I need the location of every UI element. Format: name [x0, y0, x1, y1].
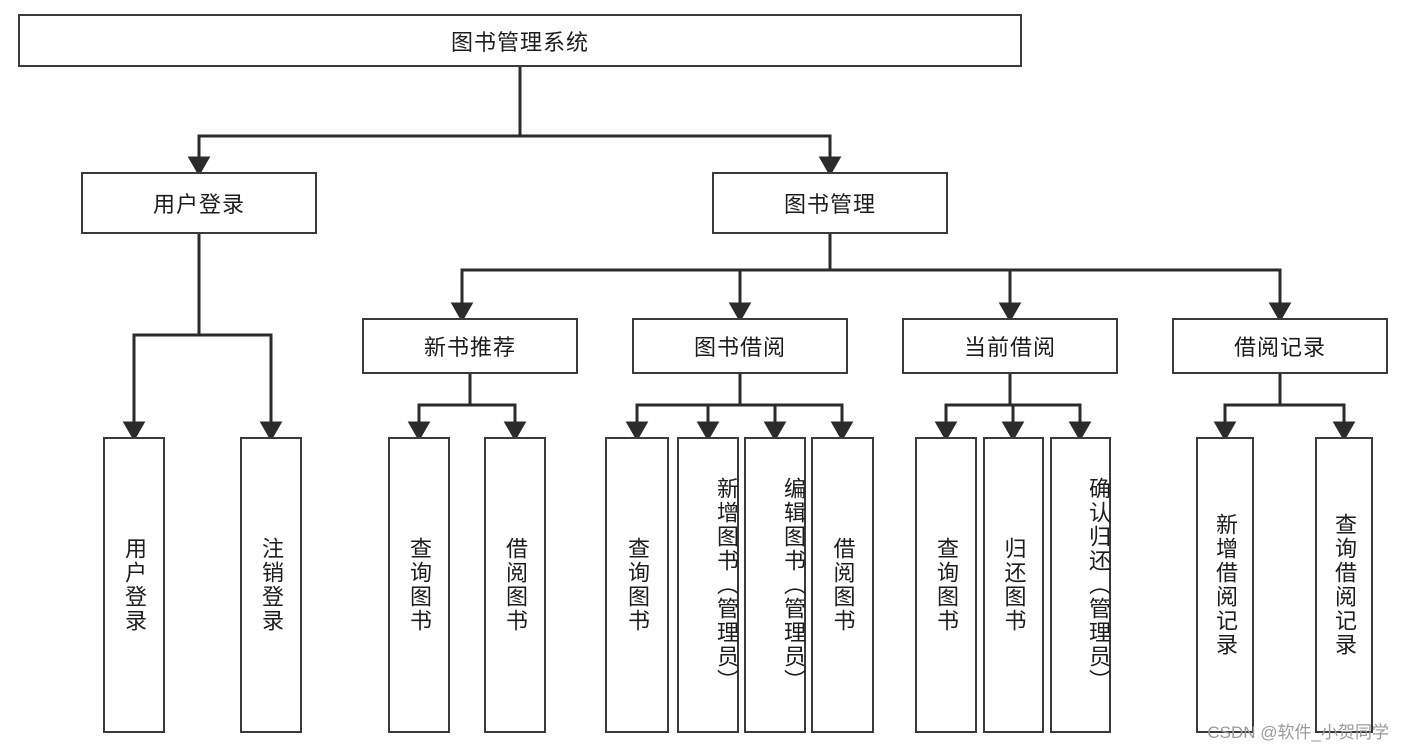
node-book-management[interactable]: 图书管理: [712, 172, 948, 234]
node-borrow-record[interactable]: 借阅记录: [1172, 318, 1388, 374]
node-new-book-recommend[interactable]: 新书推荐: [362, 318, 578, 374]
node-leaf-borrow-book-recommend[interactable]: 借阅图书: [484, 437, 546, 733]
node-current-borrow[interactable]: 当前借阅: [902, 318, 1118, 374]
node-leaf-query-borrow-record[interactable]: 查询借阅记录: [1315, 437, 1373, 733]
node-user-login[interactable]: 用户登录: [81, 172, 317, 234]
node-label: 查询借阅记录: [1332, 513, 1357, 657]
node-label: 图书借阅: [693, 335, 786, 360]
node-label: 查询图书: [625, 537, 650, 633]
node-label: 借阅图书: [503, 537, 528, 633]
node-label: 注销登录: [259, 537, 284, 633]
node-leaf-logout-login[interactable]: 注销登录: [240, 437, 302, 733]
node-root-system[interactable]: 图书管理系统: [18, 14, 1022, 67]
node-label: 查询图书: [407, 537, 432, 633]
node-label: 查询图书: [934, 537, 959, 633]
node-leaf-query-book-recommend[interactable]: 查询图书: [388, 437, 450, 733]
node-leaf-query-book-current[interactable]: 查询图书: [915, 437, 977, 733]
node-leaf-edit-book-admin[interactable]: 编辑图书（管理员）: [744, 437, 806, 733]
node-label: 图书管理系统: [450, 29, 589, 55]
node-label: 图书管理: [783, 192, 876, 217]
node-label: 借阅记录: [1233, 335, 1326, 360]
node-leaf-return-book[interactable]: 归还图书: [983, 437, 1044, 733]
node-label: 新书推荐: [423, 335, 516, 360]
node-leaf-confirm-return-admin[interactable]: 确认归还（管理员）: [1050, 437, 1111, 733]
node-label: 新增图书（管理员）: [714, 477, 739, 693]
node-label: 归还图书: [1001, 537, 1027, 633]
node-label: 用户登录: [122, 537, 147, 633]
node-book-borrow[interactable]: 图书借阅: [632, 318, 848, 374]
node-label: 编辑图书（管理员）: [781, 477, 806, 693]
node-leaf-borrow-book[interactable]: 借阅图书: [811, 437, 874, 733]
node-label: 新增借阅记录: [1213, 513, 1238, 657]
watermark-text: CSDN @软件_小贺同学: [1207, 723, 1389, 742]
node-label: 借阅图书: [830, 537, 856, 633]
node-label: 当前借阅: [963, 335, 1056, 360]
node-leaf-add-borrow-record[interactable]: 新增借阅记录: [1196, 437, 1254, 733]
node-leaf-query-book-borrow[interactable]: 查询图书: [605, 437, 669, 733]
node-leaf-add-book-admin[interactable]: 新增图书（管理员）: [677, 437, 739, 733]
node-label: 用户登录: [152, 192, 245, 217]
node-label: 确认归还（管理员）: [1086, 477, 1111, 693]
node-leaf-user-login[interactable]: 用户登录: [103, 437, 165, 733]
